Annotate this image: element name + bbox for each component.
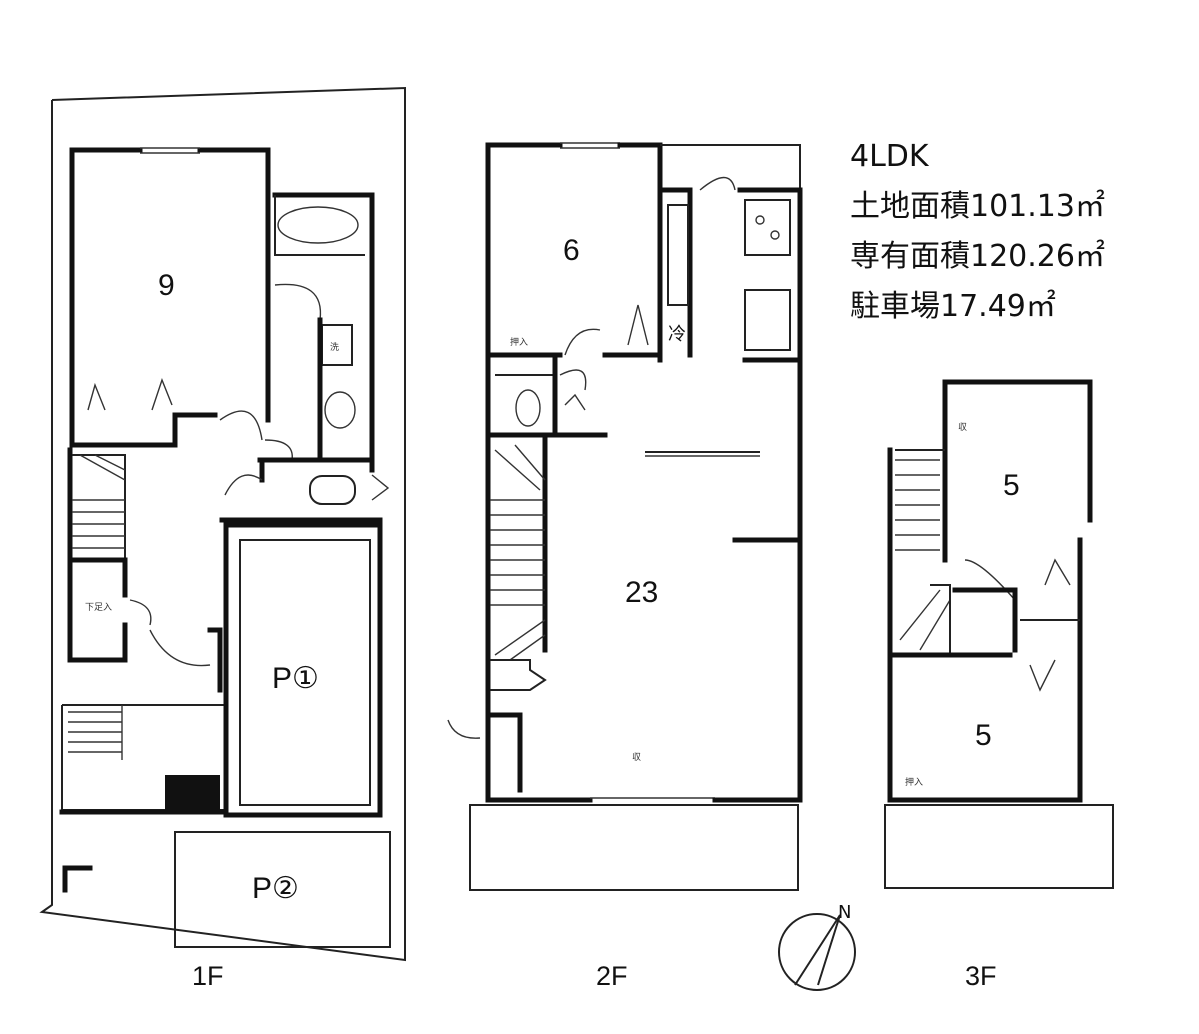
door-swing-icon — [87, 377, 293, 461]
compass-north-label: N — [838, 902, 851, 923]
toilet-2f — [487, 357, 608, 438]
floor-area: 専有面積120.26㎡ — [850, 239, 1105, 274]
room-9 — [69, 147, 271, 448]
parking-2-label: P② — [252, 872, 299, 905]
fridge-label: 冷 — [668, 324, 686, 345]
compass-icon: N — [778, 902, 856, 991]
room-9-label: 9 — [158, 269, 175, 302]
bathroom-1f: 洗 — [257, 192, 375, 473]
closet-2f: 収 — [447, 712, 641, 793]
stove-icon — [744, 199, 791, 256]
bathtub-icon — [277, 206, 359, 244]
svg-text:押入: 押入 — [905, 776, 923, 788]
svg-text:押入: 押入 — [510, 336, 528, 348]
parking-1 — [223, 522, 383, 818]
staircase-icon — [67, 447, 126, 663]
entry-step — [165, 775, 220, 813]
balcony-2f — [469, 804, 799, 891]
room-6: 押入 — [487, 304, 663, 358]
parking-1-label: P① — [272, 662, 319, 695]
site-boundary-1f — [39, 86, 406, 962]
layout-type: 4LDK — [850, 139, 929, 174]
property-info: 4LDK 土地面積101.13㎡ 専有面積120.26㎡ 駐車場17.49㎡ — [850, 132, 1105, 332]
svg-text:収: 収 — [958, 421, 967, 433]
toilet-1f — [219, 457, 390, 523]
svg-text:収: 収 — [632, 751, 641, 763]
floor-1: 洗 下足入 — [39, 86, 406, 991]
staircase-icon — [490, 437, 548, 691]
land-area: 土地面積101.13㎡ — [850, 189, 1105, 224]
svg-text:下足入: 下足入 — [85, 602, 112, 613]
parking-2 — [174, 831, 391, 948]
floor-3: 収 押入 5 5 3F — [884, 379, 1114, 991]
floor-3-label: 3F — [965, 961, 997, 991]
svg-text:洗: 洗 — [330, 341, 339, 353]
staircase-icon — [895, 459, 951, 655]
floor-1-label: 1F — [192, 961, 224, 991]
toilet-icon — [309, 475, 356, 505]
closet-1f: 下足入 — [69, 557, 223, 693]
room-5-lower-label: 5 — [975, 719, 992, 752]
floor-2: 押入 冷 — [447, 142, 803, 991]
kitchen-2f: 冷 — [662, 176, 803, 363]
parking-area: 駐車場17.49㎡ — [850, 289, 1056, 324]
room-6-label: 6 — [563, 234, 580, 267]
floor-2-label: 2F — [596, 961, 628, 991]
entrance-1f — [59, 704, 228, 893]
sink-icon — [324, 391, 356, 429]
toilet-icon — [515, 389, 541, 427]
room-5-upper-label: 5 — [1003, 469, 1020, 502]
balcony-3f — [884, 804, 1114, 889]
sink-icon — [744, 289, 791, 351]
room-23-label: 23 — [625, 576, 658, 609]
